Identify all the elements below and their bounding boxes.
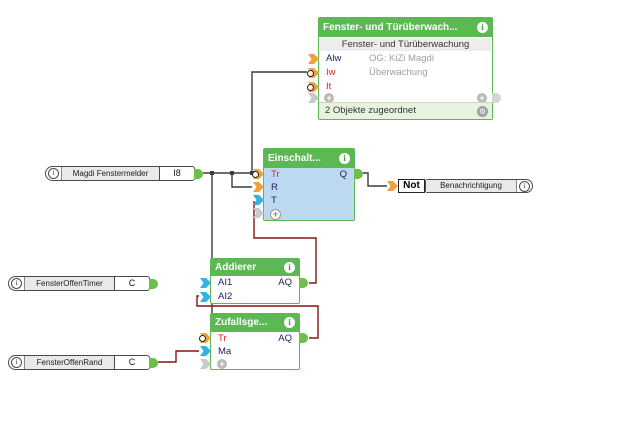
input-connector-ai2[interactable] <box>200 292 211 302</box>
junction-dot <box>230 171 234 175</box>
junction-dot <box>210 171 214 175</box>
info-icon[interactable]: i <box>339 153 350 164</box>
info-icon[interactable]: i <box>519 180 530 192</box>
input-connector-alw[interactable] <box>308 54 319 64</box>
wire-addierer-aq-to-t[interactable] <box>253 201 317 284</box>
input-row-ai2: AI2 <box>211 290 299 304</box>
info-icon[interactable]: i <box>284 262 295 273</box>
input-pill-magdi-fenstermelder[interactable]: i Magdi Fenstermelder I8 <box>45 166 203 181</box>
input-connector-ai1[interactable] <box>200 278 211 288</box>
connector-ring-tr <box>252 171 259 178</box>
input-pill-fensteroffenrand[interactable]: i FensterOffenRand C <box>8 355 158 370</box>
input-connector-extra[interactable] <box>200 359 211 369</box>
input-type-badge: C <box>128 278 136 288</box>
block-header: Addierer i <box>211 259 299 276</box>
input-connector-extra[interactable] <box>308 93 319 103</box>
function-block-fenster-tuerueberwachung[interactable]: Fenster- und Türüberwach... i Fenster- u… <box>307 17 501 120</box>
block-title: Fenster- und Türüberwachung <box>320 38 491 51</box>
input-name: FensterOffenTimer <box>24 277 115 290</box>
input-row-alw: Alw OG: KiZi Magdi <box>319 52 492 66</box>
add-input-icon[interactable]: + <box>217 359 227 369</box>
wire-q-to-not[interactable] <box>363 172 387 187</box>
connector-ring-iw <box>307 70 314 77</box>
io-row-ai1-aq: AI1 AQ <box>211 276 299 290</box>
output-label: Q <box>339 169 347 180</box>
output-connector-unused[interactable] <box>492 93 501 103</box>
input-connector-not[interactable] <box>387 181 398 191</box>
input-connector-r[interactable] <box>253 182 264 192</box>
function-block-zufallsgenerator[interactable]: Zufallsge... i Tr AQ Ma + <box>199 313 308 370</box>
input-row-t: T <box>264 194 354 207</box>
info-icon[interactable]: i <box>477 22 488 33</box>
info-icon[interactable]: i <box>11 278 22 289</box>
output-connector-aq[interactable] <box>299 278 308 288</box>
input-name: Magdi Fenstermelder <box>61 167 160 180</box>
status-text: 2 Objekte zugeordnet <box>325 105 416 116</box>
io-row-tr-q: Tr Q <box>264 168 354 181</box>
input-row-iw: Iw Überwachung <box>319 66 492 80</box>
block-header-label: Fenster- und Türüberwach... <box>323 22 458 33</box>
block-header-label: Einschalt... <box>268 153 321 164</box>
output-label: AQ <box>278 277 292 288</box>
connector-ring-it <box>307 84 314 91</box>
wire-rand-to-ma[interactable] <box>158 350 199 363</box>
function-block-einschaltverzoegerung[interactable]: Einschalt... i Tr Q R T + <box>252 148 363 221</box>
input-name: FensterOffenRand <box>24 356 115 369</box>
connector-ring-tr <box>199 335 206 342</box>
input-connector-ma[interactable] <box>200 346 211 356</box>
output-connector-aq[interactable] <box>299 333 308 343</box>
input-row-ma: Ma <box>211 345 299 358</box>
not-operator[interactable]: Not <box>398 179 425 193</box>
gear-icon[interactable]: ⚙ <box>477 106 488 117</box>
input-label: R <box>271 182 278 193</box>
output-connector[interactable] <box>149 358 158 368</box>
input-label: T <box>271 195 277 206</box>
block-header: Fenster- und Türüberwach... i <box>319 18 492 37</box>
wire-zufall-aq-to-ai2[interactable] <box>196 295 319 339</box>
io-row-tr-aq: Tr AQ <box>211 332 299 345</box>
block-header: Zufallsge... i <box>211 314 299 332</box>
input-row-r: R <box>264 181 354 194</box>
info-icon[interactable]: i <box>284 317 295 328</box>
input-label: Tr <box>218 333 227 344</box>
wire-i8-to-r[interactable] <box>231 173 252 188</box>
input-label: AI1 <box>218 277 233 288</box>
input-label: Tr <box>271 169 280 180</box>
input-label: Ma <box>218 346 232 357</box>
input-label: Iw <box>326 67 336 78</box>
input-label: AI2 <box>218 291 233 302</box>
input-label: It <box>326 81 332 92</box>
input-type-badge: I8 <box>173 168 181 178</box>
assigned-object-text: Überwachung <box>369 67 428 78</box>
add-input-icon[interactable]: + <box>324 93 334 103</box>
block-header-label: Zufallsge... <box>215 317 268 328</box>
block-header-label: Addierer <box>215 262 257 273</box>
output-connector-q[interactable] <box>354 169 363 179</box>
input-pill-fensteroffentimer[interactable]: i FensterOffenTimer C <box>8 276 158 291</box>
input-type-badge: C <box>128 357 136 367</box>
add-input-icon[interactable]: + <box>270 209 281 220</box>
output-connector[interactable] <box>149 279 158 289</box>
info-icon[interactable]: i <box>48 168 59 179</box>
output-label: AQ <box>278 333 292 344</box>
function-block-addierer[interactable]: Addierer i AI1 AQ AI2 <box>200 258 308 304</box>
add-output-icon[interactable]: + <box>477 93 487 103</box>
input-label: Alw <box>326 53 342 64</box>
wire-i8-to-iw[interactable] <box>251 71 307 173</box>
input-connector-t[interactable] <box>253 195 264 205</box>
status-bar: 2 Objekte zugeordnet ⚙ <box>319 102 492 119</box>
assigned-object-text: OG: KiZi Magdi <box>369 53 434 64</box>
input-connector-extra[interactable] <box>253 208 264 218</box>
analog-wires <box>158 201 319 363</box>
block-header: Einschalt... i <box>264 149 354 168</box>
output-name: Benachrichtigung <box>426 180 517 192</box>
info-icon[interactable]: i <box>11 357 22 368</box>
output-connector[interactable] <box>194 169 203 179</box>
input-row-it: It <box>319 80 492 94</box>
output-pill-benachrichtigung[interactable]: Benachrichtigung i <box>425 179 533 193</box>
